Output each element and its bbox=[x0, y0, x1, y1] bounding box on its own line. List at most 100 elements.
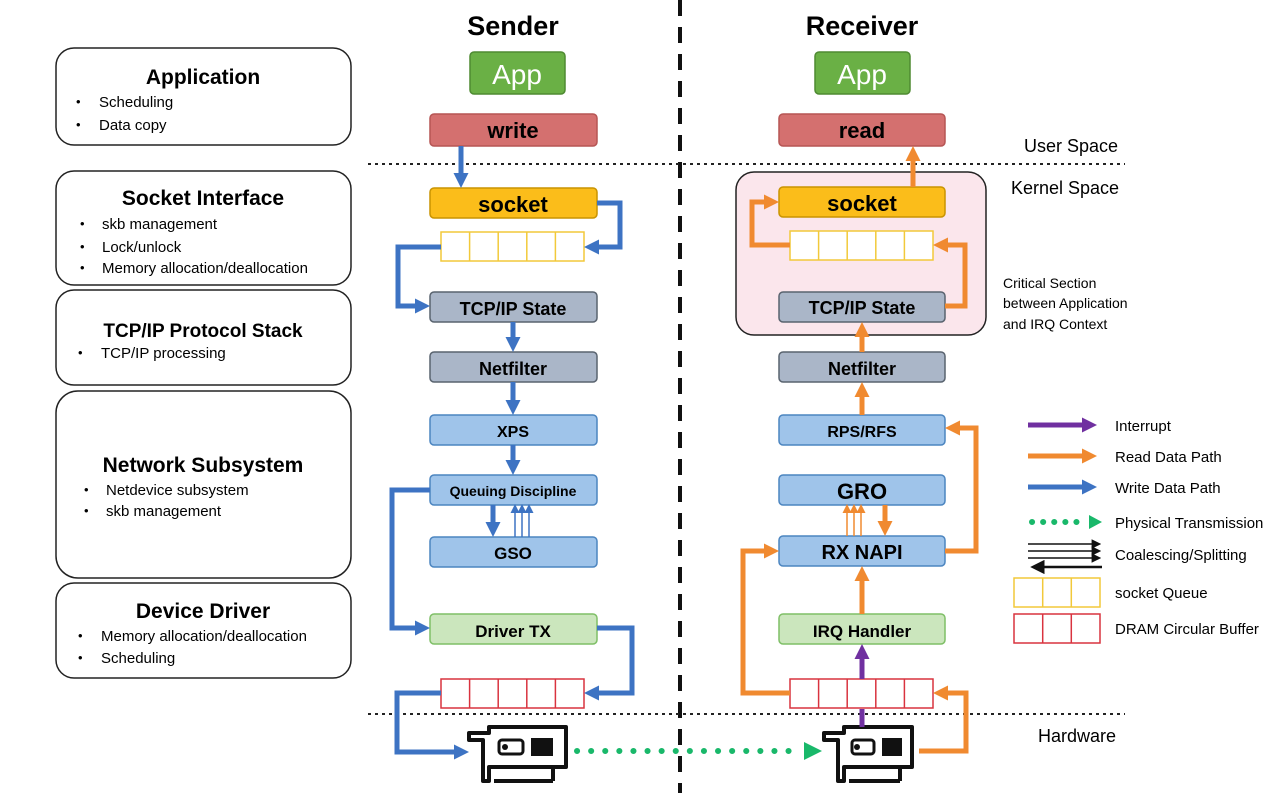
svg-text:TCP/IP State: TCP/IP State bbox=[809, 298, 916, 318]
rps-rfs-box: RPS/RFS bbox=[778, 414, 946, 446]
layer-title: TCP/IP Protocol Stack bbox=[103, 321, 303, 342]
receiver-nic-icon bbox=[822, 725, 914, 783]
kernel-space-label: Kernel Space bbox=[1011, 178, 1119, 198]
legend-write-path: Write Data Path bbox=[1028, 479, 1221, 497]
svg-text:Read Data Path: Read Data Path bbox=[1115, 449, 1222, 466]
svg-text:Write Data Path: Write Data Path bbox=[1115, 480, 1221, 497]
layer-bullet: Scheduling bbox=[99, 94, 173, 111]
layer-bullet: Data copy bbox=[99, 117, 167, 134]
layer-socket-interface: Socket Interface • skb management • Lock… bbox=[55, 170, 352, 286]
sender-heading: Sender bbox=[467, 11, 559, 41]
bullet-dot: • bbox=[76, 94, 81, 109]
svg-text:RX NAPI: RX NAPI bbox=[821, 542, 902, 564]
bullet-dot: • bbox=[80, 216, 85, 231]
bullet-dot: • bbox=[78, 628, 83, 643]
layer-bullet: Netdevice subsystem bbox=[106, 482, 249, 499]
svg-text:XPS: XPS bbox=[497, 424, 529, 441]
critical-section-label: Critical Section bbox=[1003, 275, 1096, 291]
receiver-socket-queue bbox=[789, 230, 934, 261]
bullet-dot: • bbox=[80, 260, 85, 275]
user-space-label: User Space bbox=[1024, 136, 1118, 156]
physical-transmission-arrowhead bbox=[804, 742, 822, 760]
receiver-app-box: App bbox=[814, 51, 911, 95]
receiver-socket-box: socket bbox=[778, 186, 946, 218]
svg-text:Physical Transmission: Physical Transmission bbox=[1115, 515, 1263, 532]
svg-text:DRAM Circular Buffer: DRAM Circular Buffer bbox=[1115, 621, 1259, 638]
svg-text:Netfilter: Netfilter bbox=[479, 359, 547, 379]
irq-handler-box: IRQ Handler bbox=[778, 613, 946, 645]
layer-bullet: Scheduling bbox=[101, 650, 175, 667]
svg-text:GSO: GSO bbox=[494, 544, 532, 563]
receiver-dram-buffer bbox=[789, 678, 934, 709]
gso-splitting-arrows bbox=[510, 504, 534, 537]
layer-title: Device Driver bbox=[136, 600, 270, 623]
sender-nic-icon bbox=[467, 725, 568, 783]
svg-text:read: read bbox=[839, 118, 885, 143]
svg-text:Interrupt: Interrupt bbox=[1115, 418, 1172, 435]
legend-coalescing: Coalescing/Splitting bbox=[1028, 539, 1247, 575]
hardware-label: Hardware bbox=[1038, 726, 1116, 746]
queuing-discipline-box: Queuing Discipline bbox=[429, 474, 598, 506]
svg-text:socket: socket bbox=[478, 192, 548, 217]
layer-bullet: skb management bbox=[102, 216, 218, 233]
sender-netfilter-box: Netfilter bbox=[429, 351, 598, 383]
layer-bullet: Memory allocation/deallocation bbox=[101, 628, 307, 645]
sender-write-path bbox=[389, 146, 635, 760]
layer-bullet: TCP/IP processing bbox=[101, 345, 226, 362]
sender-dram-buffer bbox=[440, 678, 585, 709]
receiver-heading: Receiver bbox=[806, 11, 919, 41]
legend-read-path: Read Data Path bbox=[1028, 448, 1222, 466]
critical-section-label: and IRQ Context bbox=[1003, 316, 1107, 332]
layer-device-driver: Device Driver • Memory allocation/deallo… bbox=[55, 582, 352, 679]
legend-physical: Physical Transmission bbox=[1029, 515, 1263, 532]
svg-text:socket: socket bbox=[827, 191, 897, 216]
bullet-dot: • bbox=[76, 117, 81, 132]
gro-box: GRO bbox=[778, 474, 946, 506]
sender-app-box: App bbox=[469, 51, 566, 95]
svg-text:Netfilter: Netfilter bbox=[828, 359, 896, 379]
svg-text:TCP/IP State: TCP/IP State bbox=[460, 299, 567, 319]
receiver-read-path bbox=[740, 146, 979, 754]
svg-text:RPS/RFS: RPS/RFS bbox=[827, 424, 897, 441]
layer-tcpip-stack: TCP/IP Protocol Stack • TCP/IP processin… bbox=[55, 289, 352, 386]
xps-box: XPS bbox=[429, 414, 598, 446]
bullet-dot: • bbox=[84, 482, 89, 497]
layer-bullet: Memory allocation/deallocation bbox=[102, 260, 308, 277]
bullet-dot: • bbox=[78, 650, 83, 665]
svg-text:Coalescing/Splitting: Coalescing/Splitting bbox=[1115, 547, 1247, 564]
svg-text:Queuing Discipline: Queuing Discipline bbox=[450, 483, 577, 499]
legend-dram-buffer: DRAM Circular Buffer bbox=[1013, 613, 1259, 644]
gro-coalescing-arrows bbox=[842, 504, 866, 536]
driver-tx-box: Driver TX bbox=[429, 613, 598, 645]
svg-text:IRQ Handler: IRQ Handler bbox=[813, 622, 912, 641]
sender-tcp-state-box: TCP/IP State bbox=[429, 291, 598, 323]
layer-bullet: Lock/unlock bbox=[102, 239, 182, 256]
layer-bullet: skb management bbox=[106, 503, 222, 520]
legend-socket-queue: socket Queue bbox=[1013, 577, 1208, 608]
receiver-tcp-state-box: TCP/IP State bbox=[778, 291, 946, 323]
sender-socket-box: socket bbox=[429, 187, 598, 219]
svg-text:App: App bbox=[492, 59, 542, 90]
layer-title: Network Subsystem bbox=[103, 454, 304, 477]
sender-socket-queue bbox=[440, 231, 585, 262]
rx-napi-box: RX NAPI bbox=[778, 535, 946, 567]
layer-title: Application bbox=[146, 66, 260, 89]
layer-application: Application • Scheduling • Data copy bbox=[55, 47, 352, 146]
bullet-dot: • bbox=[84, 503, 89, 518]
bullet-dot: • bbox=[78, 345, 83, 360]
gso-box: GSO bbox=[429, 536, 598, 568]
layer-network-subsystem: Network Subsystem • Netdevice subsystem … bbox=[55, 390, 352, 579]
legend: Interrupt Read Data Path Write Data Path… bbox=[1013, 417, 1263, 644]
critical-section-label: between Application bbox=[1003, 295, 1128, 311]
svg-text:Driver TX: Driver TX bbox=[475, 622, 551, 641]
svg-text:socket Queue: socket Queue bbox=[1115, 585, 1208, 602]
read-syscall-box: read bbox=[778, 113, 946, 147]
svg-text:App: App bbox=[837, 59, 887, 90]
svg-text:write: write bbox=[486, 118, 538, 143]
write-syscall-box: write bbox=[429, 113, 598, 147]
layer-title: Socket Interface bbox=[122, 187, 284, 210]
receiver-netfilter-box: Netfilter bbox=[778, 351, 946, 383]
svg-text:GRO: GRO bbox=[837, 479, 887, 504]
legend-interrupt: Interrupt bbox=[1028, 417, 1172, 435]
